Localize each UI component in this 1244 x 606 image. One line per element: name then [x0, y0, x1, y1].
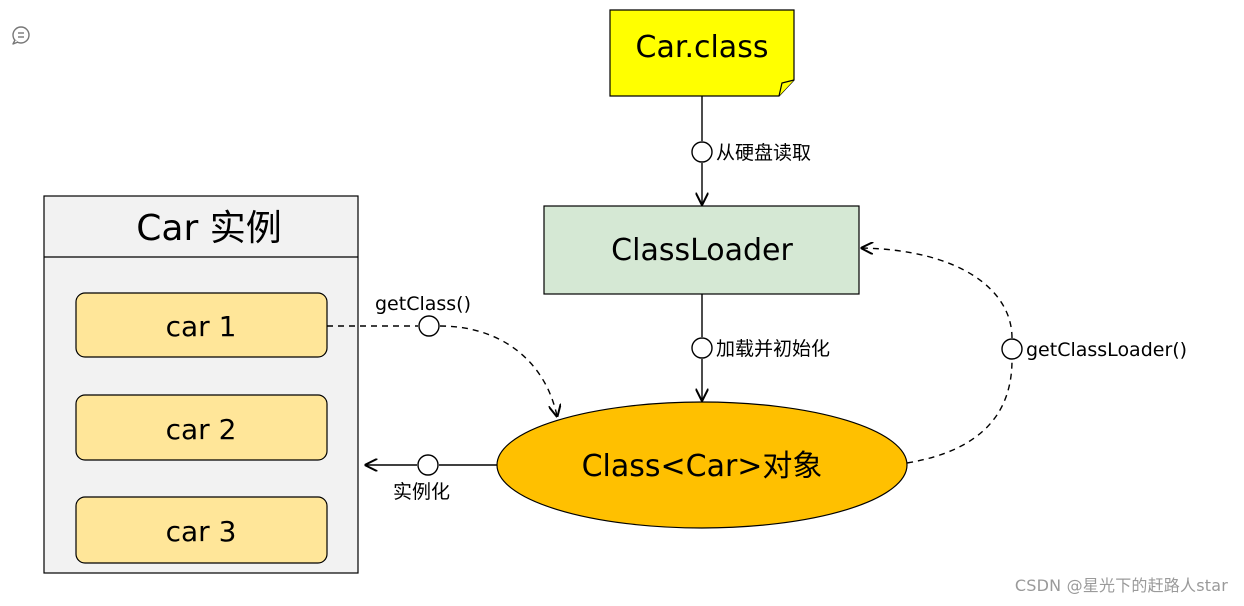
edge-read-from-disk-label: 从硬盘读取 [716, 142, 811, 164]
car-instance-1: car 1 [75, 292, 328, 358]
edge-instantiate-label: 实例化 [393, 481, 450, 503]
edge-get-class-label: getClass() [375, 293, 471, 315]
class-loader-box: ClassLoader [543, 205, 860, 295]
car-class-label: Car.class [636, 30, 769, 65]
edge-load-and-init-label: 加载并初始化 [716, 338, 830, 360]
car-instance-1-label: car 1 [166, 310, 237, 343]
car-instances-title: Car 实例 [136, 208, 281, 249]
car-instance-3-label: car 3 [166, 515, 237, 548]
class-object-label: Class<Car>对象 [582, 449, 823, 484]
edge-load-and-init: 加载并初始化 [691, 294, 830, 400]
edge-instantiate: 实例化 [366, 454, 497, 503]
watermark: CSDN @星光下的赶路人star [1014, 576, 1228, 595]
chat-bubble-icon [12, 26, 30, 45]
edge-get-class: getClass() [327, 293, 557, 416]
edge-read-from-disk: 从硬盘读取 [691, 96, 811, 204]
class-loader-label: ClassLoader [611, 233, 793, 268]
car-class-note: Car.class [609, 9, 795, 97]
car-instance-2-label: car 2 [166, 413, 237, 446]
car-instance-3: car 3 [75, 496, 328, 564]
edge-get-class-loader-label: getClassLoader() [1026, 339, 1187, 361]
class-object-ellipse: Class<Car>对象 [496, 401, 908, 529]
car-instance-2: car 2 [75, 394, 328, 461]
edge-get-class-loader: getClassLoader() [862, 248, 1187, 464]
